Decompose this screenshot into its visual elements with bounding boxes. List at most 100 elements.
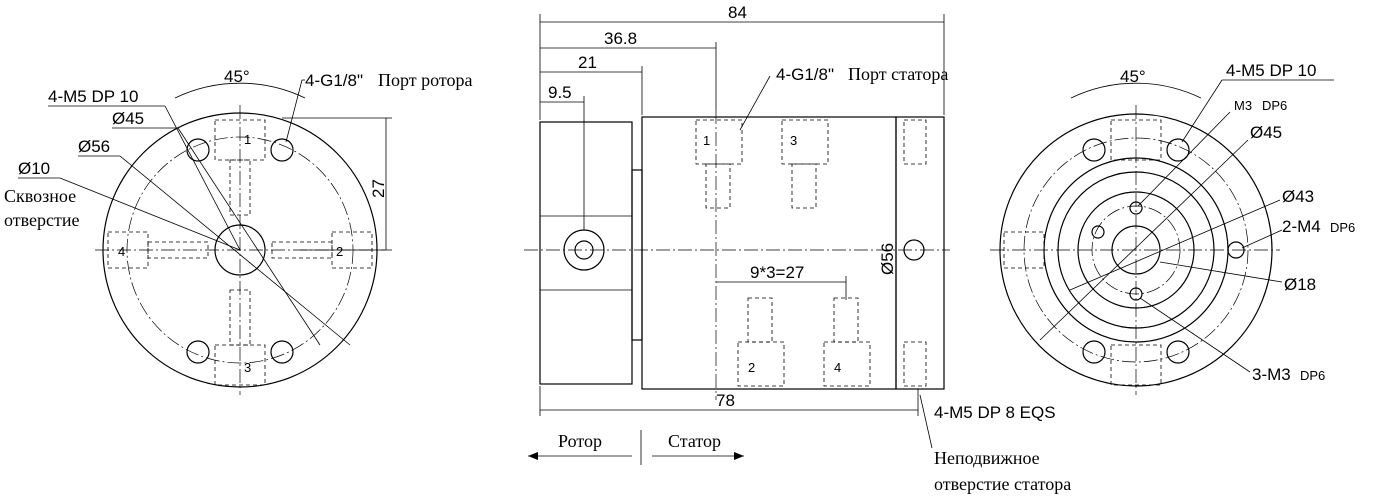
leader-line [164, 105, 241, 251]
dim-21: 21 [578, 53, 597, 72]
fixed-hole-label: Неподвижное [934, 448, 1040, 468]
leader-line [177, 127, 321, 346]
port-label: 4 [834, 360, 841, 375]
rotor-port-label: 4-G1/8" [305, 71, 363, 90]
leader-line [285, 79, 303, 143]
rotor-port-text: Порт ротора [378, 70, 473, 90]
d45-label: Ø45 [112, 109, 144, 128]
stator-label: Статор [668, 431, 721, 451]
left-view: 1 2 3 4 45° 4-G1/8" Порт ротора 4-M5 DP … [4, 67, 473, 395]
leader-line [59, 177, 241, 251]
port-label: 1 [703, 133, 710, 148]
port-label: 1 [244, 132, 251, 147]
flange-pin [903, 239, 925, 261]
m5-label: 4-M5 DP 10 [1226, 61, 1316, 80]
port-label: 3 [790, 133, 797, 148]
stator-port [791, 163, 817, 209]
port-channel [229, 159, 251, 216]
angle-arc [1070, 82, 1202, 99]
leader-line [739, 75, 771, 131]
port-channel [271, 241, 333, 259]
stator-port-label: 4-G1/8" [776, 65, 834, 84]
stator-port [833, 297, 859, 343]
leader-line [1137, 111, 1231, 207]
dim-78: 78 [716, 391, 735, 410]
leader-line [1139, 297, 1251, 373]
stator-port-text: Порт статора [848, 64, 948, 84]
port-label: 4 [118, 244, 125, 259]
m3x3-depth: DP6 [1300, 368, 1325, 383]
rotor-label: Ротор [558, 431, 602, 451]
dim-84: 84 [728, 3, 747, 22]
leader-line [1241, 229, 1283, 249]
through-hole-label: отверстие [4, 210, 80, 230]
m4-depth: DP6 [1330, 220, 1355, 235]
m3-hole [1129, 201, 1143, 215]
side-view: 1 3 2 4 84 36.8 21 9.5 4-G1/8" Порт стат… [524, 3, 1071, 494]
dim-9: 9.5 [548, 83, 572, 102]
angle-label: 45° [224, 67, 250, 86]
m5-label: 4-M5 DP 10 [48, 87, 138, 106]
flange-thread [903, 119, 927, 165]
m4-label: 2-M4 [1282, 217, 1321, 236]
m3-hole [1091, 225, 1105, 239]
d18-label: Ø18 [1284, 275, 1316, 294]
angle-label: 45° [1120, 67, 1146, 86]
port-label: 2 [336, 244, 343, 259]
right-view: 45° 4-M5 DP 10 M3 DP6 Ø45 Ø43 2-M4 DP6 Ø… [990, 61, 1355, 395]
port-label: 2 [748, 360, 755, 375]
through-hole-label: Сквозное [4, 186, 76, 206]
bolt-circle [1023, 137, 1249, 363]
d10-label: Ø10 [18, 159, 50, 178]
stator-port [737, 341, 785, 387]
stator-port [747, 297, 773, 343]
dim-27: 27 [369, 179, 388, 198]
rotor-body [539, 121, 633, 385]
d45-label: Ø45 [1250, 123, 1282, 142]
dim-27: 9*3=27 [750, 263, 804, 282]
arrow-head [734, 452, 744, 460]
angle-arc [174, 82, 306, 99]
leader-line [119, 155, 351, 346]
leader-line [919, 394, 933, 449]
mount-hole [186, 340, 210, 364]
stator-body [641, 116, 897, 390]
m5-eqs-label: 4-M5 DP 8 EQS [934, 403, 1056, 422]
d56-label: Ø56 [78, 137, 110, 156]
d43-label: Ø43 [1282, 187, 1314, 206]
m3-label: M3 [1234, 98, 1252, 113]
dim-d56: Ø56 [878, 243, 897, 275]
stator-port [695, 119, 743, 165]
stator-port [781, 119, 829, 165]
rotor-neck [631, 169, 643, 341]
port-channel [147, 241, 209, 259]
mount-hole [1082, 340, 1106, 364]
dim-36: 36.8 [604, 29, 637, 48]
m4-hole [1227, 241, 1245, 259]
stator-port [823, 341, 871, 387]
port-channel [1110, 344, 1162, 386]
m3-depth: DP6 [1262, 98, 1287, 113]
leader-line [1181, 79, 1223, 143]
port-channel [229, 289, 251, 346]
mount-hole [1166, 138, 1190, 162]
mount-hole [270, 138, 294, 162]
mount-hole [186, 138, 210, 162]
m3x3-label: 3-M3 [1252, 365, 1291, 384]
mount-hole [1166, 340, 1190, 364]
leader-line [1069, 199, 1281, 291]
mount-hole [270, 340, 294, 364]
port-channel [1110, 119, 1162, 161]
leader-line [1039, 139, 1249, 341]
flange-thread [903, 341, 927, 387]
stator-port [705, 163, 731, 209]
port-label: 3 [244, 360, 251, 375]
m3-hole [1129, 287, 1143, 301]
leader-line [1159, 261, 1283, 283]
arrow-head [528, 452, 538, 460]
mount-hole [1082, 138, 1106, 162]
stator-flange [895, 116, 945, 390]
fixed-hole-label: отверстие статора [934, 474, 1071, 494]
port-channel [1003, 231, 1045, 269]
